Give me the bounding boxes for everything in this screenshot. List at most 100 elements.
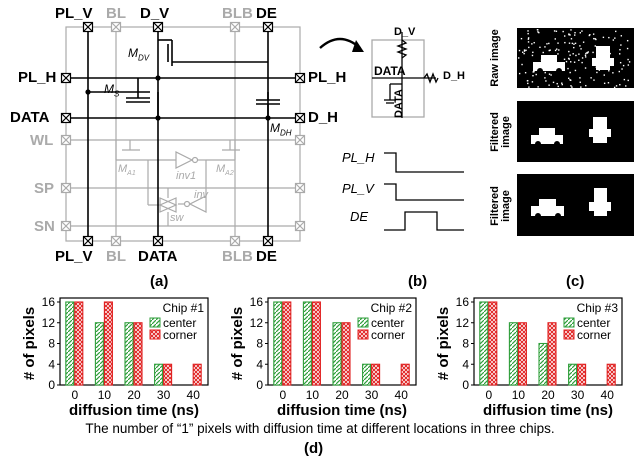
bar-center bbox=[508, 322, 518, 386]
x-tick-label: 20 bbox=[335, 388, 349, 402]
panel-label-c: (c) bbox=[566, 273, 585, 290]
noise-pixel bbox=[531, 54, 534, 57]
bar-center bbox=[538, 342, 548, 386]
noise-pixel bbox=[586, 51, 588, 54]
noise-pixel bbox=[626, 39, 629, 42]
noise-pixel bbox=[619, 61, 622, 64]
top-label-de: DE bbox=[256, 5, 277, 22]
top-label-plv: PL_V bbox=[55, 5, 93, 22]
y-tick-label: 0 bbox=[48, 378, 55, 392]
y-tick-label: 12 bbox=[42, 316, 56, 330]
noise-pixel bbox=[573, 43, 575, 45]
noise-pixel bbox=[584, 67, 587, 69]
x-tick-label: 10 bbox=[306, 388, 320, 402]
noise-pixel bbox=[532, 71, 534, 73]
noise-pixel bbox=[542, 51, 544, 54]
legend-swatch bbox=[563, 317, 575, 328]
noise-pixel bbox=[621, 68, 623, 70]
noise-pixel bbox=[563, 35, 566, 37]
noise-pixel bbox=[574, 34, 576, 36]
x-tick-label: 10 bbox=[512, 388, 526, 402]
x-tick-label: 0 bbox=[279, 388, 286, 402]
noise-pixel bbox=[567, 67, 569, 70]
y-axis-label: # of pixels bbox=[435, 307, 452, 380]
noise-pixel bbox=[571, 86, 573, 88]
ms-label: MS bbox=[104, 82, 120, 99]
bar-corner bbox=[163, 363, 173, 386]
y-tick-label: 4 bbox=[462, 357, 469, 371]
bar-corner bbox=[577, 363, 587, 386]
bar-center bbox=[332, 322, 342, 386]
bar-corner bbox=[371, 363, 381, 386]
legend-swatch bbox=[149, 329, 161, 340]
legend-swatch bbox=[357, 317, 369, 328]
ma1-label: MA1 bbox=[118, 163, 136, 178]
noise-pixel bbox=[538, 31, 540, 34]
detail-data-label: DATA bbox=[374, 64, 406, 78]
noise-pixel bbox=[620, 44, 622, 46]
noise-pixel bbox=[573, 46, 575, 49]
x-tick-label: 30 bbox=[571, 388, 585, 402]
bar-center bbox=[273, 301, 283, 386]
bar-corner bbox=[133, 322, 143, 386]
noise-pixel bbox=[584, 56, 587, 58]
legend-label: corner bbox=[371, 328, 405, 342]
legend-swatch bbox=[149, 317, 161, 328]
y-tick-label: 16 bbox=[250, 295, 264, 309]
y-tick-label: 12 bbox=[456, 316, 470, 330]
noise-pixel bbox=[521, 63, 523, 66]
noise-pixel bbox=[585, 52, 587, 55]
noise-pixel bbox=[595, 38, 597, 41]
noise-pixel bbox=[627, 79, 629, 82]
inv-label: inv bbox=[194, 189, 209, 201]
noise-pixel bbox=[598, 69, 601, 71]
noise-pixel bbox=[578, 53, 580, 55]
noise-pixel bbox=[523, 50, 526, 52]
noise-pixel bbox=[553, 30, 556, 32]
noise-pixel bbox=[528, 86, 530, 88]
noise-pixel bbox=[557, 53, 559, 55]
noise-pixel bbox=[537, 29, 539, 31]
bottom-label-plv: PL_V bbox=[55, 248, 93, 265]
noise-pixel bbox=[550, 74, 552, 76]
noise-pixel bbox=[557, 42, 559, 44]
left-label-plh: PL_H bbox=[18, 69, 57, 86]
x-axis-label: diffusion time (ns) bbox=[277, 402, 407, 419]
ma2-label: MA2 bbox=[216, 163, 234, 178]
bar-corner bbox=[547, 322, 557, 386]
detail-cell bbox=[371, 32, 439, 118]
noise-pixel bbox=[596, 71, 598, 74]
bottom-label-blb: BLB bbox=[222, 248, 253, 265]
bar-center bbox=[362, 363, 372, 386]
bar-center bbox=[302, 301, 312, 386]
noise-pixel bbox=[590, 77, 592, 79]
bar-corner bbox=[400, 363, 410, 386]
noise-pixel bbox=[554, 49, 557, 52]
x-tick-label: 30 bbox=[365, 388, 379, 402]
detail-dv-label: D_V bbox=[394, 26, 416, 38]
noise-pixel bbox=[556, 82, 558, 85]
noise-pixel bbox=[555, 30, 558, 32]
noise-pixel bbox=[587, 51, 589, 53]
bar-corner bbox=[74, 301, 84, 386]
noise-pixel bbox=[619, 48, 621, 51]
timing-plh: PL_H bbox=[342, 150, 375, 165]
noise-pixel bbox=[570, 29, 572, 31]
filtered-image-1 bbox=[517, 101, 634, 162]
mdv-label: MDV bbox=[128, 46, 150, 63]
y-tick-label: 12 bbox=[250, 316, 264, 330]
noise-pixel bbox=[603, 74, 605, 76]
bar-center bbox=[94, 322, 104, 386]
top-label-blb: BLB bbox=[222, 5, 253, 22]
black-wires bbox=[66, 27, 300, 241]
noise-pixel bbox=[627, 64, 630, 66]
noise-pixel bbox=[532, 51, 534, 54]
noise-pixel bbox=[545, 80, 547, 82]
noise-pixel bbox=[573, 61, 576, 63]
noise-pixel bbox=[574, 32, 576, 34]
chart-title: Chip #1 bbox=[163, 301, 205, 315]
bar-center bbox=[479, 301, 489, 386]
noise-pixel bbox=[548, 84, 550, 86]
